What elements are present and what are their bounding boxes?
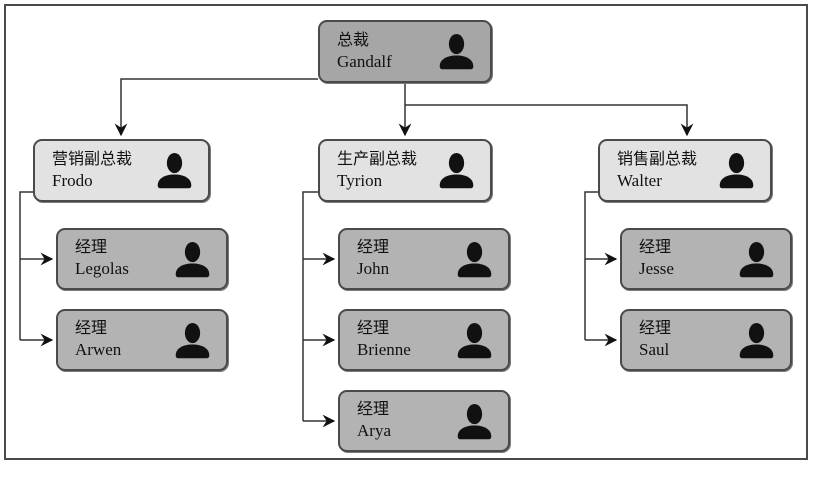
org-node-manager-jesse: 经理 Jesse [620,228,792,290]
org-node-vp-sales: 销售副总裁 Walter [598,139,772,202]
org-node-manager-arya: 经理 Arya [338,390,510,452]
node-person-name: John [357,259,390,279]
person-icon [454,322,495,359]
node-title: 销售副总裁 [617,150,698,168]
person-icon [716,152,757,189]
person-icon [454,403,495,440]
org-node-vp-production: 生产副总裁 Tyrion [318,139,492,202]
node-person-name: Arya [357,421,391,441]
person-icon [154,152,195,189]
node-title: 经理 [75,320,108,338]
node-person-name: Jesse [639,259,674,279]
org-node-vp-marketing: 营销副总裁 Frodo [33,139,210,202]
node-title: 总裁 [337,31,370,49]
node-person-name: Arwen [75,340,122,360]
node-person-name: Tyrion [337,170,383,190]
person-icon [454,241,495,278]
person-icon [172,322,213,359]
node-title: 营销副总裁 [52,150,133,168]
org-node-president: 总裁 Gandalf [318,20,492,83]
org-node-manager-arwen: 经理 Arwen [56,309,228,371]
node-title: 生产副总裁 [337,150,418,168]
node-person-name: Gandalf [337,51,392,71]
node-title: 经理 [75,239,108,257]
person-icon [736,241,777,278]
org-node-manager-legolas: 经理 Legolas [56,228,228,290]
node-person-name: Brienne [357,340,411,360]
org-node-manager-saul: 经理 Saul [620,309,792,371]
node-title: 经理 [357,401,390,419]
person-icon [736,322,777,359]
org-node-manager-john: 经理 John [338,228,510,290]
node-person-name: Saul [639,340,670,360]
node-person-name: Frodo [52,170,93,190]
node-title: 经理 [357,239,390,257]
person-icon [436,152,477,189]
node-title: 经理 [357,320,390,338]
person-icon [436,33,477,70]
node-title: 经理 [639,320,672,338]
node-person-name: Walter [617,170,662,190]
node-person-name: Legolas [75,259,129,279]
org-node-manager-brienne: 经理 Brienne [338,309,510,371]
node-title: 经理 [639,239,672,257]
person-icon [172,241,213,278]
